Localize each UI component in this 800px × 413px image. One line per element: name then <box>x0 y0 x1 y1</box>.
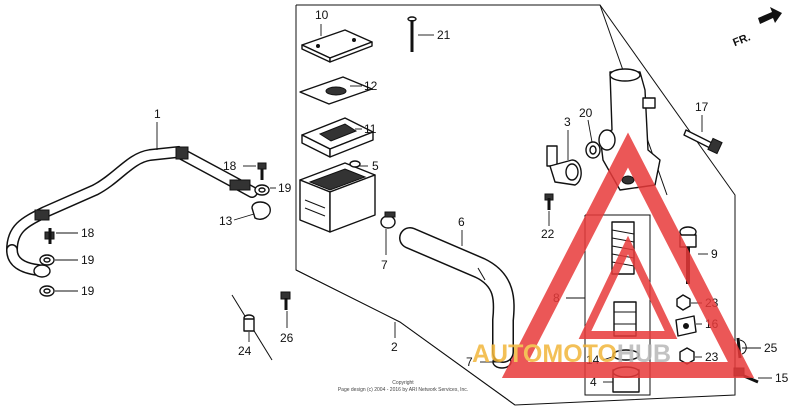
callout-1: 1 <box>154 107 161 121</box>
bolt-21 <box>407 16 417 52</box>
watermark-inner-triangle-icon <box>578 235 678 339</box>
cap-24 <box>243 314 255 332</box>
watermark-text-primary: AUTOMOTO <box>472 340 617 368</box>
o-ring <box>585 141 601 159</box>
reservoir-plate <box>299 76 373 105</box>
callout-26: 26 <box>280 331 294 345</box>
callout-15: 15 <box>775 371 789 385</box>
callout-18-upper: 18 <box>223 159 237 173</box>
watermark: AUTOMOTOHUB <box>472 132 755 378</box>
watermark-triangle-icon <box>501 132 755 378</box>
front-direction-label: FR. <box>731 31 752 49</box>
copyright-notice: Page design (c) 2004 - 2016 by ARI Netwo… <box>338 387 468 393</box>
callout-12: 12 <box>364 79 378 93</box>
front-arrow-icon <box>758 7 782 24</box>
callout-3: 3 <box>564 115 571 129</box>
callout-25: 25 <box>764 341 778 355</box>
watermark-text-secondary: HUB <box>617 340 671 368</box>
callout-24: 24 <box>238 344 252 358</box>
reservoir-tank <box>299 160 376 233</box>
front-direction-indicator: FR. <box>731 7 782 49</box>
brake-hose <box>6 145 258 278</box>
callout-19-lower: 19 <box>81 284 95 298</box>
callout-22: 22 <box>541 227 555 241</box>
leader-lines <box>55 24 772 383</box>
copyright-title: Copyright <box>392 380 414 386</box>
nut-23-upper <box>676 294 691 311</box>
callout-19-upper: 19 <box>278 181 292 195</box>
callout-9: 9 <box>711 247 718 261</box>
callout-5: 5 <box>372 159 379 173</box>
hose-clip-upper <box>380 211 396 229</box>
reservoir-hose <box>399 227 515 363</box>
callouts: 10 21 12 1 11 5 18 19 13 18 19 19 7 6 3 … <box>81 8 789 389</box>
piston <box>613 301 637 337</box>
callout-7-lower: 7 <box>466 355 473 369</box>
callout-13: 13 <box>219 214 233 228</box>
joint-16 <box>675 315 697 337</box>
bolt-17 <box>683 129 723 155</box>
callout-4: 4 <box>590 375 597 389</box>
left-fittings <box>39 162 271 297</box>
callout-21: 21 <box>437 28 451 42</box>
bolt-26 <box>280 291 291 310</box>
copyright: Copyright Page design (c) 2004 - 2016 by… <box>338 380 468 393</box>
reservoir-cap <box>301 29 373 63</box>
callout-10: 10 <box>315 8 329 22</box>
callout-17: 17 <box>695 100 709 114</box>
callout-6: 6 <box>458 215 465 229</box>
screw-22 <box>544 193 554 210</box>
nut-23-lower <box>679 347 695 365</box>
callout-18-lower: 18 <box>81 226 95 240</box>
reservoir-diaphragm <box>301 117 374 158</box>
callout-19-middle: 19 <box>81 253 95 267</box>
svg-text:AUTOMOTOHUB: AUTOMOTOHUB <box>472 340 671 368</box>
callout-7-upper: 7 <box>381 258 388 272</box>
callout-20: 20 <box>579 106 593 120</box>
callout-23-lower: 23 <box>705 350 719 364</box>
callout-11: 11 <box>364 122 377 136</box>
hose-joint <box>546 145 582 186</box>
callout-2: 2 <box>391 340 398 354</box>
